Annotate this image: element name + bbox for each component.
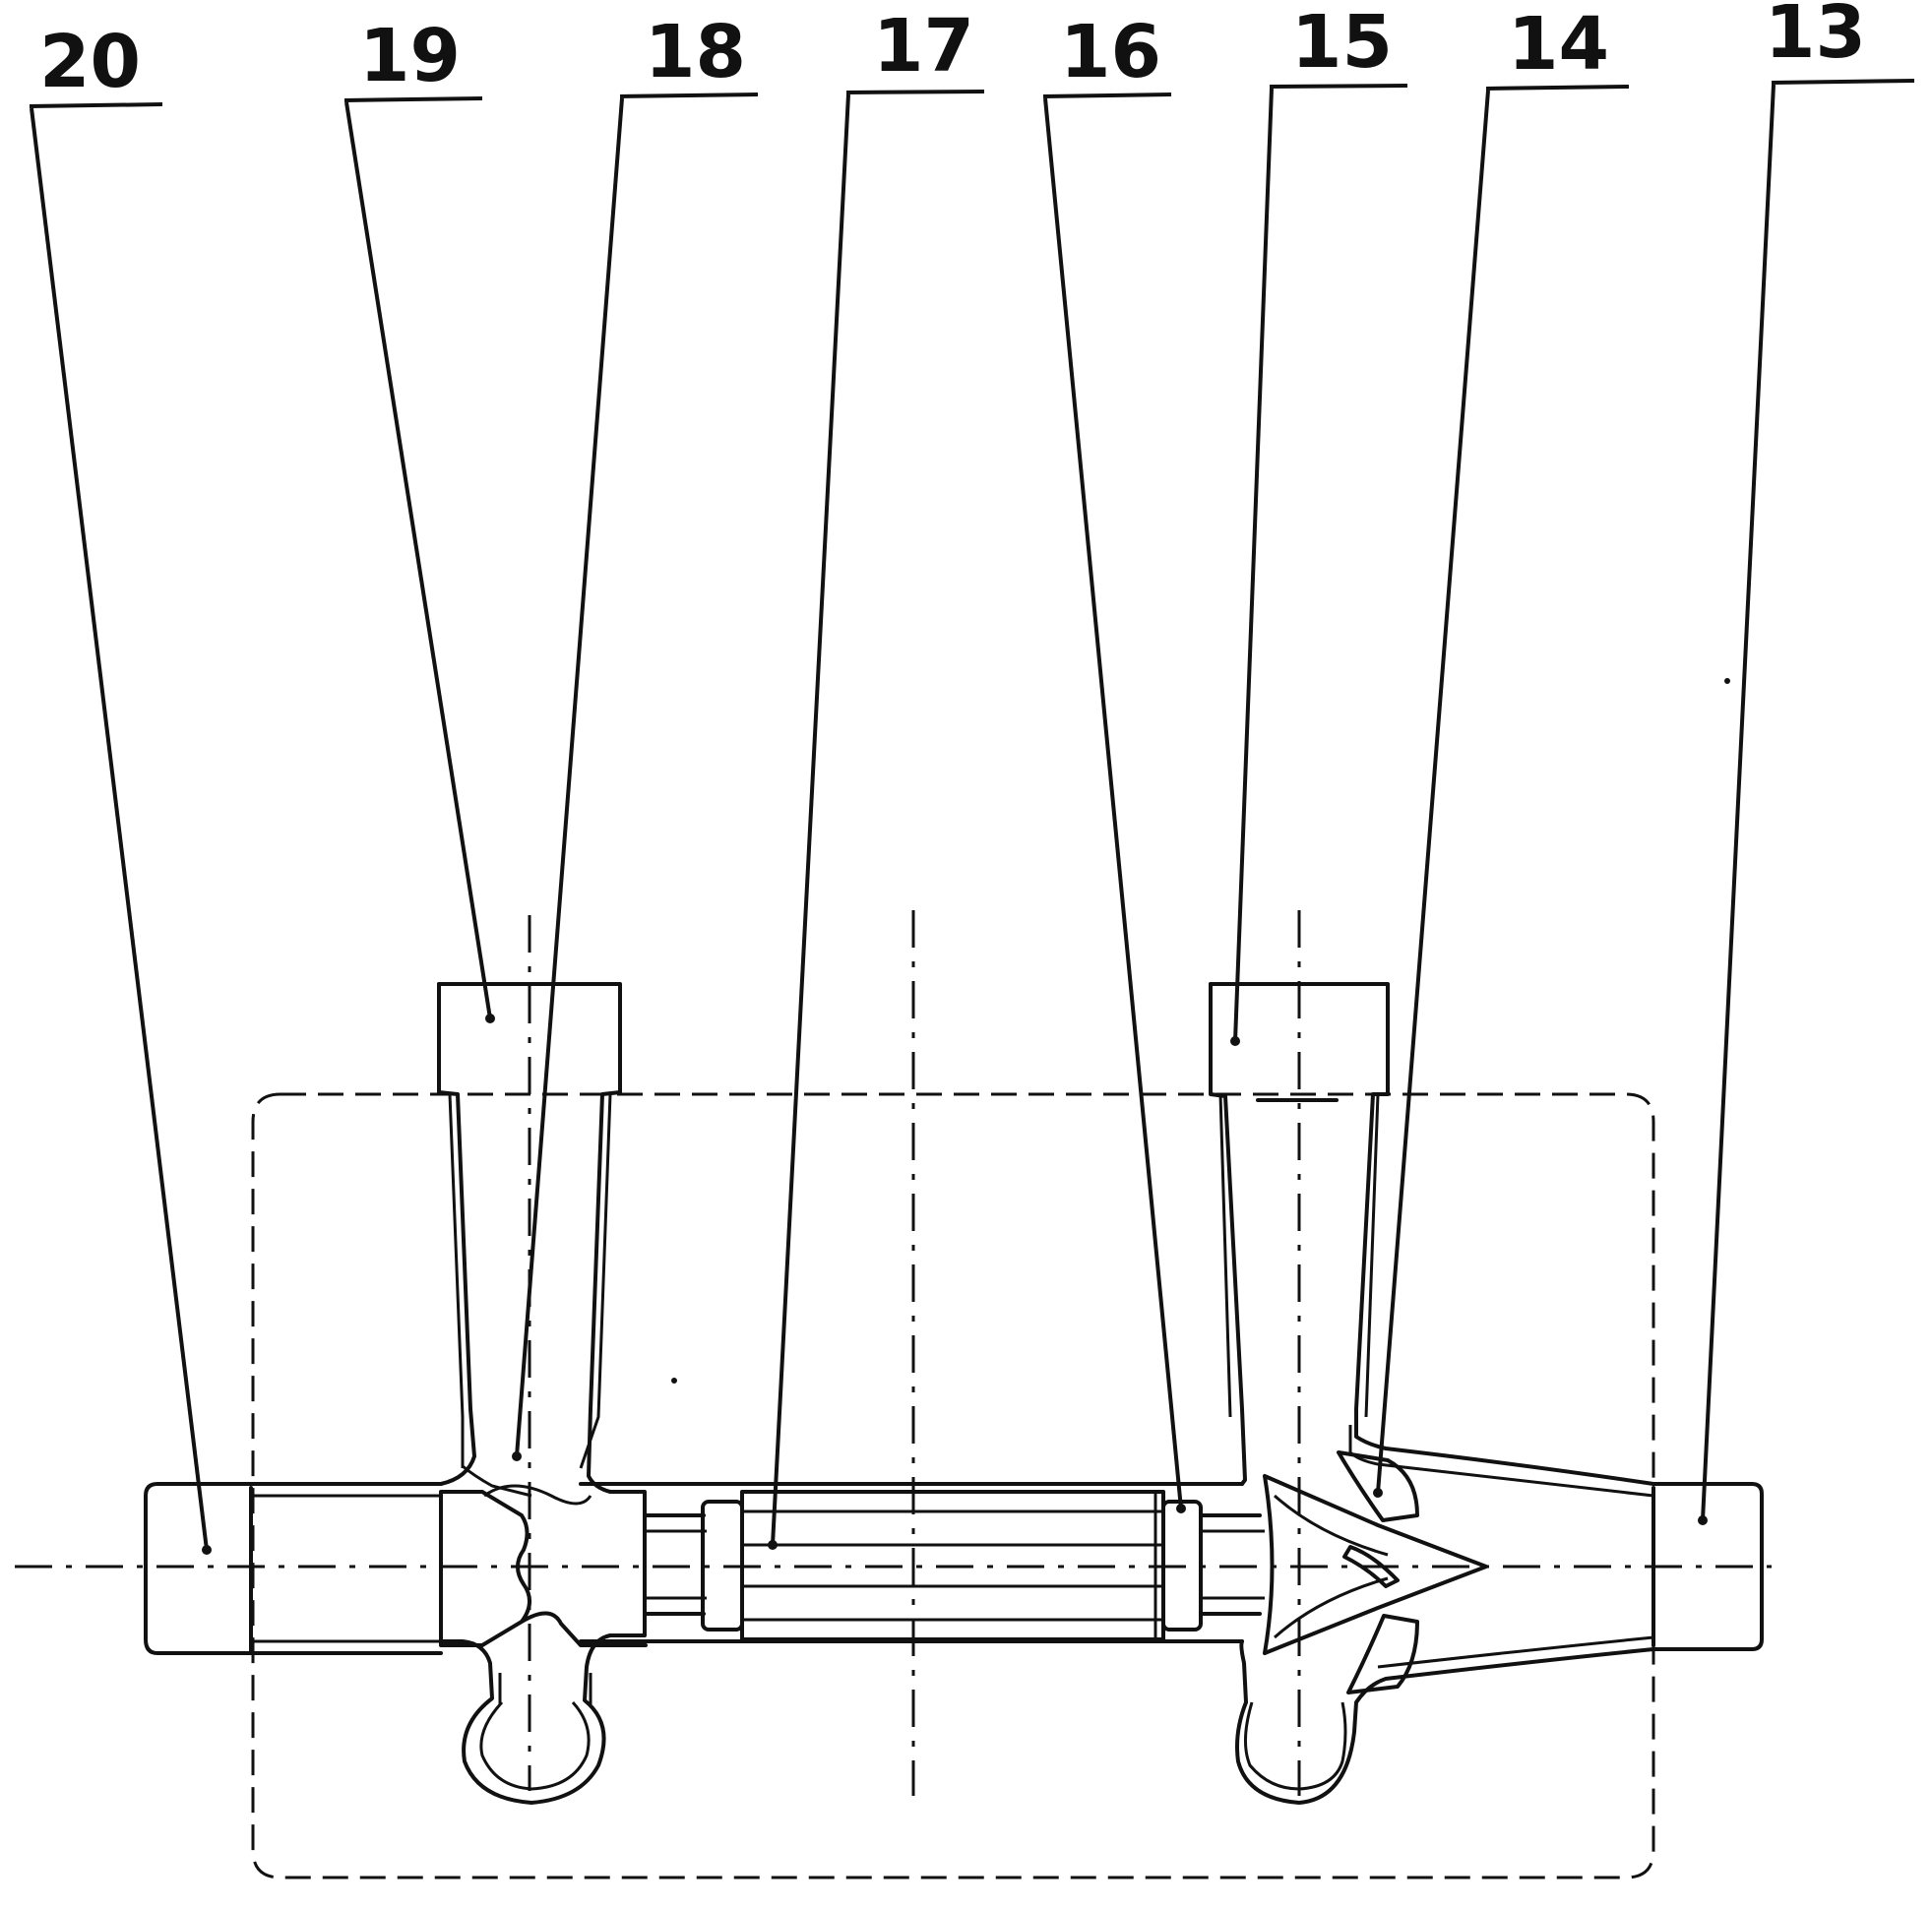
label-19: 19 [359,14,461,98]
part-labels: 20 19 18 17 16 15 14 13 [39,0,1866,104]
label-20: 20 [39,20,141,104]
label-underlines [29,79,1915,108]
leader-lines [30,84,1776,1551]
leader-14 [1376,90,1490,1494]
central-shaft-assembly [579,1482,1265,1643]
runner-blade-upper [1337,1450,1419,1522]
turbine-runner-cone [1263,1474,1488,1655]
left-inlet-pipe [144,1482,443,1655]
leader-16 [1043,97,1183,1509]
label-18: 18 [645,10,746,94]
leader-17 [771,93,850,1546]
runner-blade-lower [1346,1614,1419,1694]
leader-18 [515,97,624,1457]
label-15: 15 [1291,0,1393,85]
left-impeller [439,1490,648,1647]
right-turbine-volute [1209,982,1655,1805]
label-13: 13 [1765,0,1866,75]
left-pump-volute [437,982,648,1805]
leader-13 [1701,84,1776,1521]
leader-15 [1233,88,1274,1042]
right-outlet-pipe [1652,1482,1764,1651]
centre-lines [15,910,1772,1796]
leader-20 [30,107,209,1551]
label-14: 14 [1508,2,1609,87]
label-16: 16 [1060,10,1161,94]
label-17: 17 [873,4,974,89]
runner-blade-center [1342,1545,1400,1588]
leader-19 [344,101,492,1019]
leader-dots [202,678,1730,1555]
